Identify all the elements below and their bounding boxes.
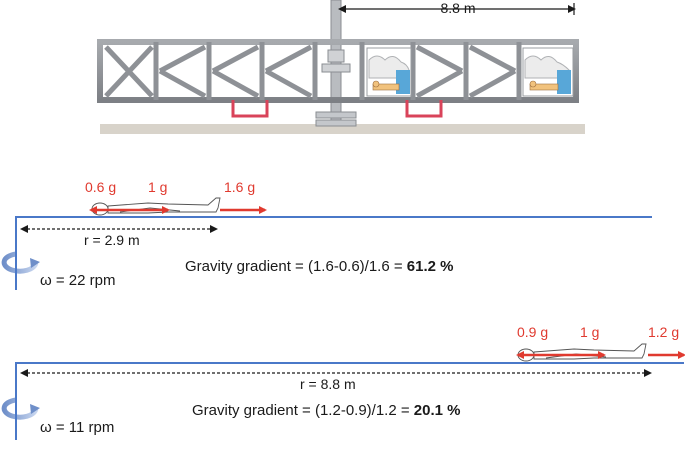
rotation-icon: [1, 388, 40, 440]
gravity-gradient-formula: Gravity gradient = (1.2-0.9)/1.2 = 20.1 …: [192, 402, 460, 419]
floor: [100, 124, 585, 134]
gravity-gradient-formula: Gravity gradient = (1.6-0.6)/1.6 = 61.2 …: [185, 258, 453, 275]
g-label-center: 1 g: [148, 179, 167, 195]
g-label-feet: 1.2 g: [648, 324, 679, 340]
arm-line: [15, 216, 652, 240]
arm-line: [15, 362, 684, 388]
cabin-pod: [366, 47, 412, 97]
truss-arm: [97, 39, 579, 103]
panel-1: 0.6 g 1 g 1.6 g r = 2.9 m ω = 22 rpm Gra…: [1, 179, 652, 290]
radius-label: r = 8.8 m: [300, 376, 356, 392]
formula-text: Gravity gradient = (1.6-0.6)/1.6 =: [185, 258, 407, 275]
cabin-pod: [522, 47, 574, 97]
person-outline: [517, 343, 647, 362]
top-radius-label: 8.8 m: [440, 0, 475, 16]
omega-label: ω = 22 rpm: [40, 272, 116, 289]
rotation-icon: [1, 240, 40, 290]
panel-2: 0.9 g 1 g 1.2 g r = 8.8 m ω = 11 rpm Gra…: [1, 324, 685, 440]
formula-result: 61.2 %: [407, 258, 454, 275]
seat-handle: [405, 100, 443, 118]
person-outline: [91, 197, 221, 216]
centrifuge-illustration: 8.8 m: [97, 0, 585, 134]
omega-label: ω = 11 rpm: [40, 419, 114, 436]
formula-text: Gravity gradient = (1.2-0.9)/1.2 =: [192, 402, 414, 419]
g-label-center: 1 g: [580, 324, 599, 340]
seat-handle: [231, 100, 269, 118]
g-label-head: 0.9 g: [517, 324, 548, 340]
radius-label: r = 2.9 m: [84, 232, 140, 248]
g-label-head: 0.6 g: [85, 179, 116, 195]
g-label-feet: 1.6 g: [224, 179, 255, 195]
formula-result: 20.1 %: [414, 402, 461, 419]
